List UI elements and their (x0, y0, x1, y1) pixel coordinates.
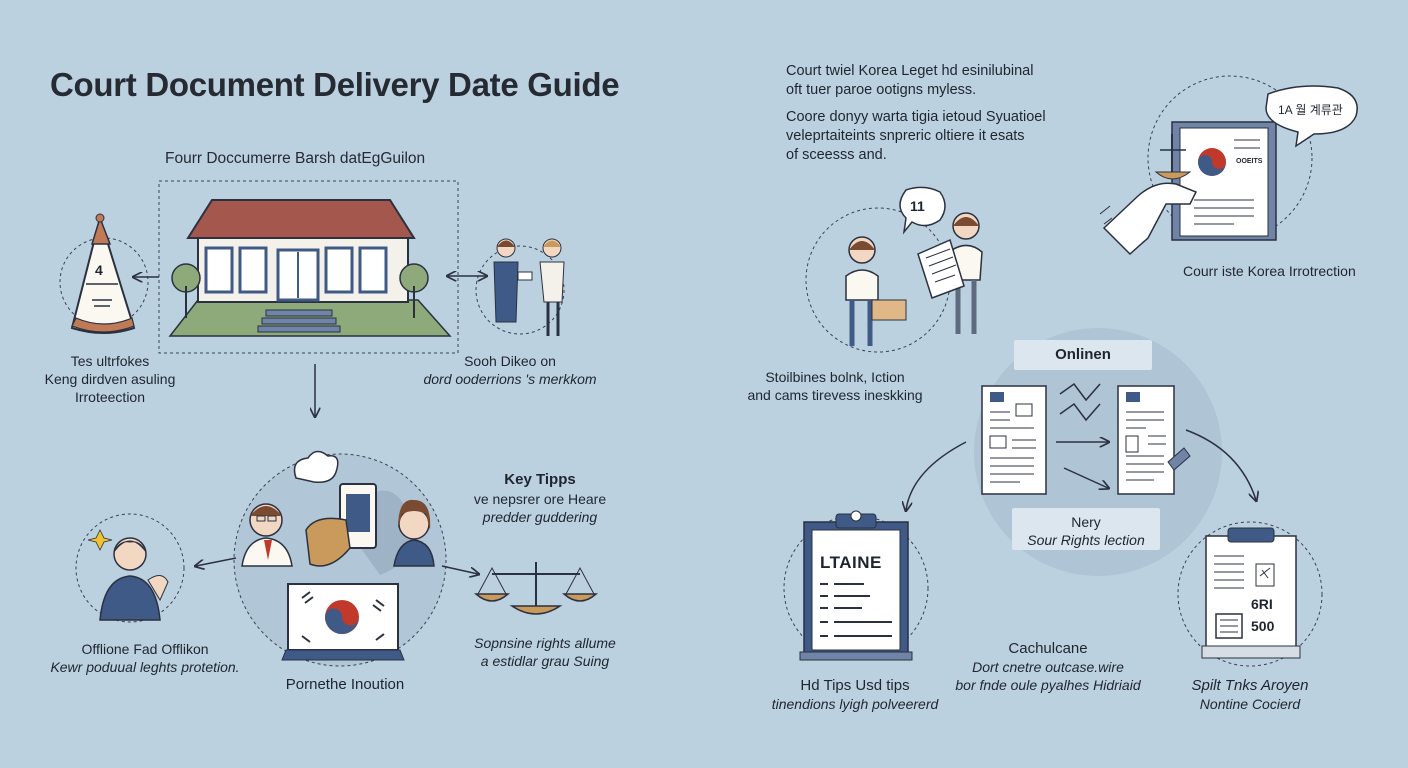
rights-section-label: Nery (1071, 514, 1101, 530)
scale-caption-line: Sopnsine rights allume (474, 635, 616, 651)
scale-caption: Sopnsine rights allume a estidlar grau S… (450, 634, 640, 670)
online-label: Onlinen (1014, 340, 1152, 370)
people-caption: Sooh Dikeo on dord ooderrions 's merkkom (400, 352, 620, 388)
scales-icon (474, 562, 598, 615)
page-title: Court Document Delivery Date Guide (50, 66, 620, 103)
calc-caption: Cachulcane Dort cnetre outcase.wire bor … (940, 640, 1156, 694)
intro-line: of sceesss and. (786, 147, 887, 163)
split-document-icon (1177, 521, 1323, 667)
courthouse-icon (168, 199, 452, 337)
intro-line: veleprtaiteints snpreric oltiere it esat… (786, 128, 1025, 144)
offline-person-icon (75, 513, 185, 623)
center-caption: Pornethe Inoution (285, 676, 405, 693)
key-tips-line: predder guddering (482, 509, 598, 525)
split-caption-title: Spilt Tnks Aroyen (1191, 677, 1309, 694)
intro-paragraph-2: Coore donyy warta tigia ietoud Syuatioel… (786, 108, 1046, 165)
document-stamp: OOEITS (1236, 158, 1263, 165)
split-caption: Spilt Tnks Aroyen Nontine Cocierd (1170, 677, 1330, 713)
tips-caption-title: Hd Tips Usd tips (800, 677, 910, 694)
subtitle: Fourr Doccumerre Barsh datEgGuilon (165, 150, 426, 167)
tower-icon (59, 213, 149, 334)
tower-caption-line: Irroteection (74, 389, 146, 405)
key-tips-line: ve nepsrer ore Heare (473, 491, 607, 507)
offline-caption-line: Kewr poduual leghts protetion. (50, 659, 240, 675)
key-tips: Key Tipps ve nepsrer ore Heare predder g… (450, 470, 630, 526)
tips-caption-line: tinendions lyigh polveererd (771, 696, 939, 712)
intro-paragraph-1: Court twiel Korea Leget hd esinilubinal … (786, 62, 1033, 100)
intro-line: oft tuer paroe ootigns myless. (786, 82, 977, 98)
tower-caption: Tes ultrfokes Keng dirdven asuling Irrot… (20, 352, 200, 406)
speech-bubble-text: 1A 월 계류관 (1278, 103, 1343, 117)
document-exchange-icon (805, 186, 983, 353)
people-caption-line: Sooh Dikeo on (464, 353, 556, 369)
courthouse-frame (158, 180, 459, 354)
rights-section-box: Nery Sour Rights lection (1012, 508, 1160, 550)
speech-bubble-text: 11 (910, 198, 925, 214)
exchange-caption-line: and cams tirevess ineskking (747, 387, 923, 403)
clipboard-title: LTAINE (820, 553, 882, 572)
offline-caption: Offlione Fad Offlikon Kewr poduual leght… (20, 640, 270, 676)
intro-line: Coore donyy warta tigia ietoud Syuatioel (786, 109, 1046, 125)
key-tips-title: Key Tipps (504, 471, 576, 488)
intro-line: Court twiel Korea Leget hd esinilubinal (786, 63, 1034, 79)
document-figure: 6RI (1251, 596, 1273, 612)
court-document-icon (1099, 75, 1358, 256)
clipboard-icon (783, 510, 929, 661)
exchange-caption: Stoilbines bolnk, Iction and cams tireve… (730, 368, 940, 404)
tower-glyph: 4 (95, 262, 103, 278)
rights-section-title: Sour Rights lection (1027, 532, 1145, 548)
document-figure: 500 (1251, 618, 1275, 634)
calc-caption-line: bor fnde oule pyalhes Hidriaid (955, 677, 1141, 693)
calc-caption-line: Dort cnetre outcase.wire (972, 659, 1124, 675)
exchange-caption-line: Stoilbines bolnk, Iction (765, 369, 905, 385)
tower-caption-line: Keng dirdven asuling (44, 371, 176, 387)
tips-caption: Hd Tips Usd tips tinendions lyigh polvee… (745, 677, 965, 713)
people-exchange-icon (475, 238, 565, 336)
scale-caption-line: a estidlar grau Suing (480, 653, 610, 669)
tower-caption-line: Tes ultrfokes (70, 353, 150, 369)
laptop-flag-icon (281, 583, 405, 661)
court-caption: Courr iste Korea Irrotrection (1183, 263, 1356, 279)
split-caption-line: Nontine Cocierd (1199, 696, 1301, 712)
calc-caption-title: Cachulcane (1008, 640, 1088, 657)
people-caption-line: dord ooderrions 's merkkom (423, 371, 597, 387)
offline-caption-title: Offlione Fad Offlikon (81, 641, 209, 657)
